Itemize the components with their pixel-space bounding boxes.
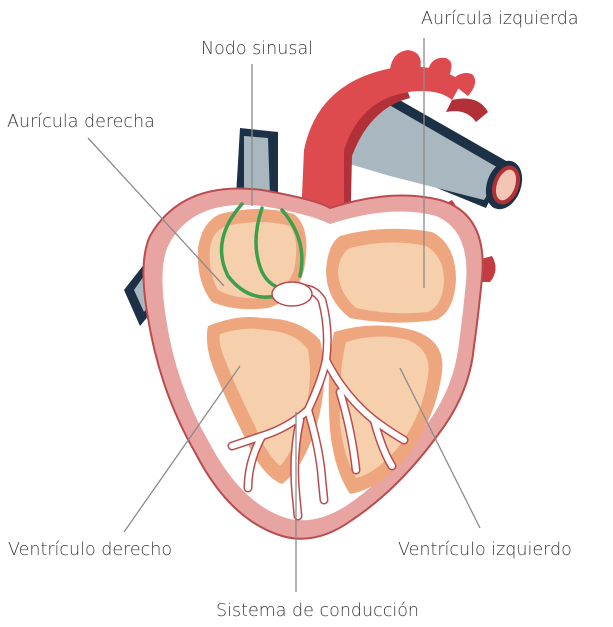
label-sinoatrial-node: Nodo sinusal xyxy=(201,41,313,59)
label-left-atrium: Aurícula izquierda xyxy=(421,11,579,29)
label-right-ventricle: Ventrículo derecho xyxy=(8,542,172,560)
superior-vena-cava xyxy=(236,128,278,196)
label-left-ventricle: Ventrículo izquierdo xyxy=(398,542,572,560)
label-right-atrium: Aurícula derecha xyxy=(7,114,155,132)
left-atrium xyxy=(326,229,456,323)
av-node xyxy=(272,282,312,306)
label-conduction-system: Sistema de conducción xyxy=(216,603,419,621)
